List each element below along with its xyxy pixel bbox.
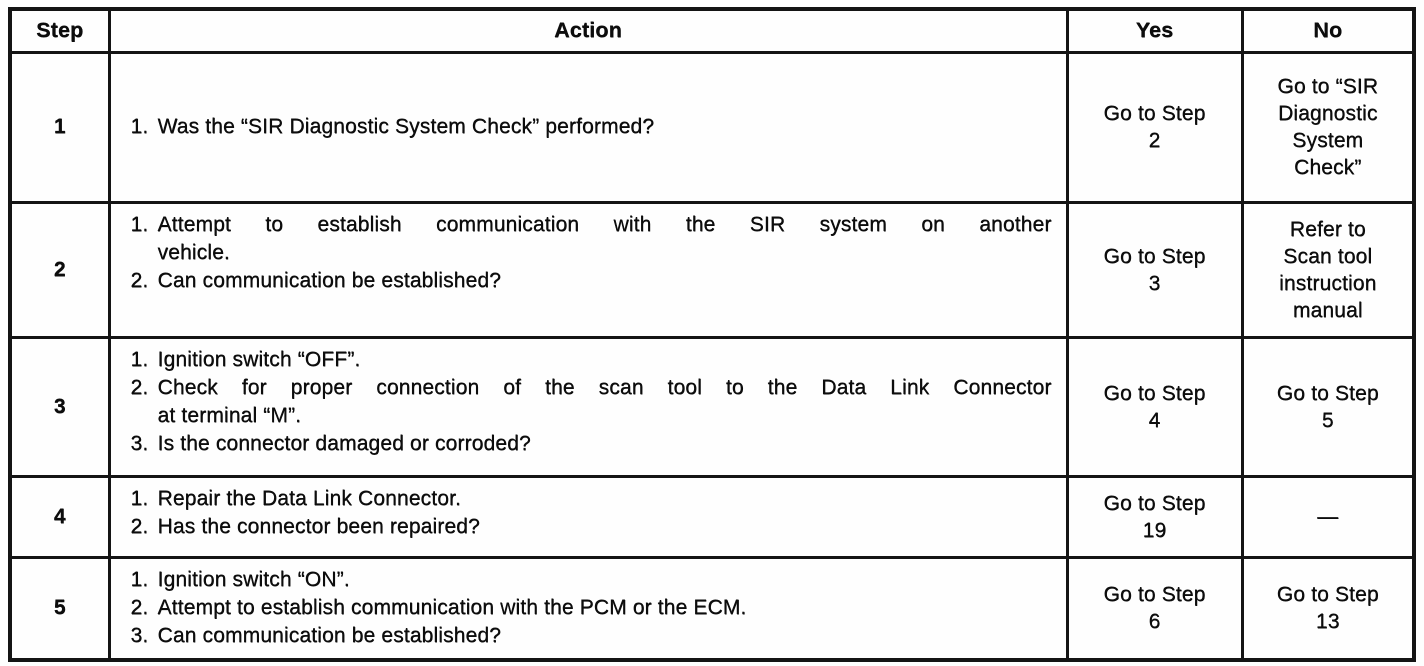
action-item: 2. Check for proper connection of the sca… <box>131 374 1052 402</box>
item-number: 1. <box>130 115 149 138</box>
no-text: instruction <box>1279 271 1377 295</box>
yes-text: 3 <box>1148 271 1161 295</box>
column-header-yes: Yes <box>1065 7 1244 54</box>
yes-text: Go to Step <box>1103 583 1206 607</box>
item-number: 1. <box>130 567 149 591</box>
action-text: Was the “SIR Diagnostic System Check” pe… <box>157 115 655 138</box>
yes-text: Go to Step <box>1103 491 1206 515</box>
action-item: 1. Ignition switch “ON”. <box>131 566 1052 594</box>
no-text: Go to Step <box>1276 381 1379 405</box>
action-text: Can communication be established? <box>157 623 501 647</box>
no-text: manual <box>1292 298 1363 322</box>
column-header-action: Action <box>107 7 1069 54</box>
yes-text: Go to Step <box>1103 244 1206 268</box>
action-text: Has the connector been repaired? <box>157 514 480 538</box>
item-number: 2. <box>130 375 149 399</box>
no-text: 13 <box>1315 610 1340 634</box>
action-item: 1. Repair the Data Link Connector. <box>131 485 1052 513</box>
diagnostic-table: Step Action Yes No 1 1. Was the “SIR Diag… <box>8 7 1416 662</box>
column-header-step: Step <box>8 7 111 54</box>
step-cell: 1 <box>8 50 111 204</box>
action-text: Attempt to establish communication with … <box>157 212 1052 236</box>
action-item: 2. Has the connector been repaired? <box>131 513 1052 541</box>
table-row: 5 1. Ignition switch “ON”. 2. Attempt to e… <box>8 555 1416 662</box>
no-text: Refer to <box>1289 217 1366 241</box>
no-text: Go to Step <box>1276 583 1379 607</box>
yes-cell: Go to Step 3 <box>1065 200 1244 339</box>
table-row: 1 1. Was the “SIR Diagnostic System Check… <box>8 50 1416 204</box>
action-cell: 1. Was the “SIR Diagnostic System Check” … <box>107 50 1069 204</box>
action-item: 1. Was the “SIR Diagnostic System Check” … <box>131 113 1052 141</box>
no-text: Diagnostic <box>1277 102 1378 125</box>
table-row: 4 1. Repair the Data Link Connector. 2. Ha… <box>8 474 1416 559</box>
no-cell: Go to Step 5 <box>1240 335 1416 478</box>
no-text: Check” <box>1294 156 1362 179</box>
item-number: 3. <box>130 623 149 647</box>
step-cell: 4 <box>8 474 111 559</box>
action-item: 3. Is the connector damaged or corroded? <box>131 430 1052 458</box>
yes-text: Go to Step <box>1103 102 1206 125</box>
column-header-no: No <box>1240 7 1416 54</box>
step-cell: 5 <box>8 555 111 662</box>
yes-cell: Go to Step 19 <box>1065 474 1244 559</box>
action-text: at terminal “M”. <box>157 403 302 427</box>
action-text: vehicle. <box>157 240 230 264</box>
action-text: Repair the Data Link Connector. <box>157 486 461 510</box>
item-number: 1. <box>130 212 149 236</box>
yes-text: 4 <box>1148 408 1161 432</box>
step-cell: 2 <box>8 200 111 339</box>
item-number: 2. <box>130 595 149 619</box>
no-text: Scan tool <box>1283 244 1373 268</box>
action-cell: 1. Repair the Data Link Connector. 2. Has … <box>107 474 1069 559</box>
table-row: 2 1. Attempt to establish communication w… <box>8 200 1416 339</box>
action-item: 1. Ignition switch “OFF”. <box>131 346 1052 374</box>
no-text: System <box>1292 129 1364 152</box>
no-cell: — <box>1240 474 1416 559</box>
no-cell: Go to Step 13 <box>1240 555 1416 662</box>
action-item: 2. Attempt to establish communication wit… <box>131 594 1052 622</box>
action-text: Check for proper connection of the scan … <box>157 375 1052 399</box>
no-text: 5 <box>1321 408 1334 432</box>
yes-text: 2 <box>1148 129 1161 152</box>
yes-text: 6 <box>1148 610 1161 634</box>
action-text: Ignition switch “OFF”. <box>157 347 361 371</box>
action-cell: 1. Ignition switch “OFF”. 2. Check for pro… <box>107 335 1069 478</box>
action-text: Can communication be established? <box>157 268 501 292</box>
header-row: Step Action Yes No <box>8 7 1416 54</box>
no-dash: — <box>1317 505 1339 528</box>
yes-cell: Go to Step 6 <box>1065 555 1244 662</box>
no-cell: Go to “SIR Diagnostic System Check” <box>1240 50 1416 204</box>
yes-text: 19 <box>1142 518 1167 542</box>
no-text: Go to “SIR <box>1277 75 1379 98</box>
action-cell: 1. Ignition switch “ON”. 2. Attempt to est… <box>107 555 1069 662</box>
action-text: Ignition switch “ON”. <box>157 567 350 591</box>
item-number: 2. <box>130 514 149 538</box>
action-item: 1. Attempt to establish communication wit… <box>131 211 1052 239</box>
action-text: Attempt to establish communication with … <box>157 595 747 619</box>
action-item: 3. Can communication be established? <box>131 622 1052 650</box>
item-number: 1. <box>130 486 149 510</box>
no-cell: Refer to Scan tool instruction manual <box>1240 200 1416 339</box>
yes-text: Go to Step <box>1103 381 1206 405</box>
action-cell: 1. Attempt to establish communication wit… <box>107 200 1069 339</box>
item-number: 2. <box>130 268 149 292</box>
step-cell: 3 <box>8 335 111 478</box>
item-number: 3. <box>130 431 149 455</box>
item-number: 1. <box>130 347 149 371</box>
yes-cell: Go to Step 4 <box>1065 335 1244 478</box>
table-row: 3 1. Ignition switch “OFF”. 2. Check for p… <box>8 335 1416 478</box>
action-item: 2. Can communication be established? <box>131 267 1052 295</box>
yes-cell: Go to Step 2 <box>1065 50 1244 204</box>
action-text: Is the connector damaged or corroded? <box>157 431 531 455</box>
